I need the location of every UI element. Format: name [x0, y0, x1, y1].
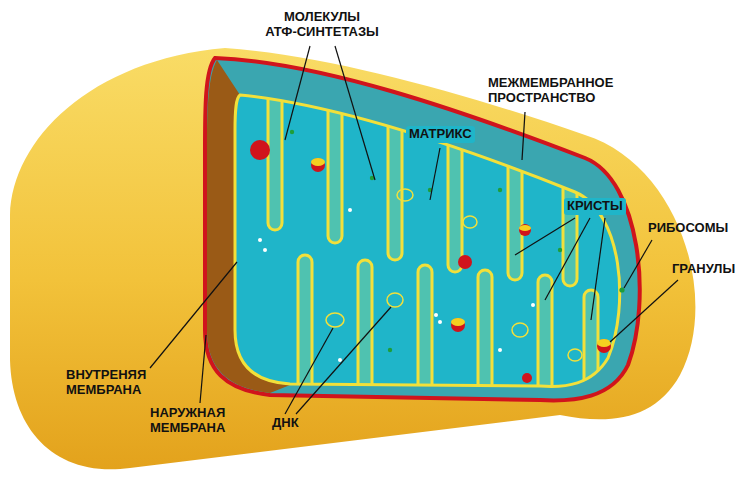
label-word: ГРАНУЛЫ: [672, 261, 735, 276]
part-label: МЕЖМЕМБРАННОЕ ПРОСТРАНСТВО: [488, 76, 613, 106]
cut-opening: [205, 58, 640, 400]
part-label: МОЛЕКУЛЫ АТФ-СИНТЕТАЗЫ: [265, 10, 379, 40]
part-label: ГРАНУЛЫ: [672, 262, 735, 277]
label-word: КРИСТЫ: [567, 198, 623, 213]
label-word: МЕЖМЕМБРАННОЕ: [488, 75, 613, 90]
label-word: МЕМБРАНА: [150, 420, 225, 435]
dna-rings: [326, 189, 582, 361]
label-word: ДНК: [272, 415, 299, 430]
label-word: МЕМБРАНА: [66, 382, 141, 397]
label-word: АТФ-СИНТЕТАЗЫ: [265, 24, 379, 39]
leader-lines: [150, 46, 678, 414]
outer-membrane: [10, 48, 695, 469]
part-label: ВНУТРЕНЯЯ МЕМБРАНА: [66, 368, 146, 398]
label-word: ПРОСТРАНСТВО: [488, 90, 595, 105]
part-label: НАРУЖНАЯ МЕМБРАНА: [150, 406, 225, 436]
inner-membrane: [235, 95, 620, 386]
label-word: НАРУЖНАЯ: [150, 405, 225, 420]
label-word: РИБОСОМЫ: [648, 220, 728, 235]
label-word: ВНУТРЕНЯЯ: [66, 367, 146, 382]
cristae: [268, 85, 598, 400]
granules: [250, 140, 611, 383]
part-label: МАТРИКС: [406, 126, 475, 143]
ribosomes: [258, 130, 625, 362]
part-label: ДНК: [272, 416, 299, 431]
label-word: МОЛЕКУЛЫ: [284, 9, 360, 24]
part-label: КРИСТЫ: [564, 198, 626, 215]
label-word: МАТРИКС: [409, 126, 472, 141]
part-label: РИБОСОМЫ: [648, 221, 728, 236]
